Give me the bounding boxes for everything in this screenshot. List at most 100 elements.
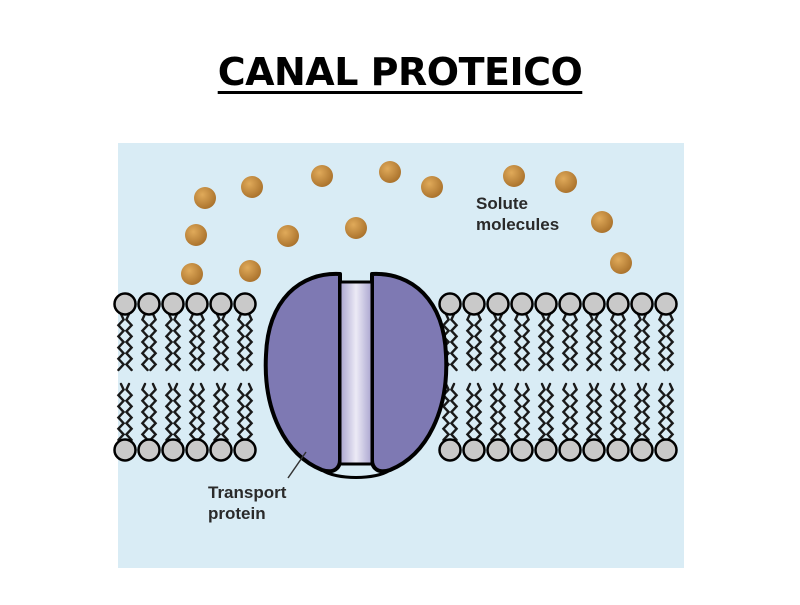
lipid-tail	[188, 312, 198, 372]
lipid-head-outer	[185, 292, 209, 316]
solute-molecule	[555, 171, 577, 193]
lipid-head-inner	[558, 438, 582, 462]
lipid-head-inner	[630, 438, 654, 462]
lipid-tail	[116, 382, 126, 442]
transport-label-line2: protein	[208, 504, 266, 523]
transport-protein-pointer	[287, 451, 307, 479]
lipid-tail	[196, 382, 206, 442]
solute-molecule	[185, 224, 207, 246]
lipid-tail	[569, 312, 579, 372]
lipid-tail	[244, 382, 254, 442]
lipid-tail	[513, 312, 523, 372]
lipid-tail	[196, 312, 206, 372]
transport-protein-outline-bottom	[321, 468, 391, 479]
solute-label-line1: Solute	[476, 194, 528, 213]
lipid-head-inner	[462, 438, 486, 462]
lipid-tail	[140, 382, 150, 442]
lipid-head-outer	[233, 292, 257, 316]
lipid-head-outer	[438, 292, 462, 316]
lipid-head-outer	[209, 292, 233, 316]
solute-molecule	[421, 176, 443, 198]
lipid-head-inner	[113, 438, 137, 462]
lipid-tail	[164, 382, 174, 442]
lipid-head-outer	[462, 292, 486, 316]
lipid-tail	[449, 312, 459, 372]
solute-molecule	[194, 187, 216, 209]
lipid-tail	[585, 382, 595, 442]
lipid-tail	[545, 382, 555, 442]
lipid-tail	[561, 382, 571, 442]
transport-label-line1: Transport	[208, 483, 287, 502]
lipid-tail	[116, 312, 126, 372]
lipid-head-outer	[137, 292, 161, 316]
lipid-tail	[609, 312, 619, 372]
lipid-tail	[449, 382, 459, 442]
lipid-tail	[585, 312, 595, 372]
lipid-head-outer	[113, 292, 137, 316]
lipid-tail	[148, 382, 158, 442]
lipid-heads	[113, 292, 678, 462]
lipid-head-inner	[161, 438, 185, 462]
solute-molecule	[181, 263, 203, 285]
lipid-tail	[236, 312, 246, 372]
protein-channel-pore	[338, 280, 374, 466]
lipid-head-outer	[161, 292, 185, 316]
lipid-tail	[561, 312, 571, 372]
lipid-tail	[489, 382, 499, 442]
lipid-tail	[473, 312, 483, 372]
lipid-head-outer	[486, 292, 510, 316]
solute-molecule	[241, 176, 263, 198]
lipid-tail	[497, 312, 507, 372]
solute-molecules	[181, 161, 632, 285]
solute-molecule	[277, 225, 299, 247]
transport-protein	[263, 271, 449, 479]
solute-molecule	[379, 161, 401, 183]
lipid-head-inner	[582, 438, 606, 462]
slide-title: CANAL PROTEICO	[217, 50, 583, 94]
lipid-tail	[609, 382, 619, 442]
lipid-tail	[220, 382, 230, 442]
lipid-head-inner	[606, 438, 630, 462]
lipid-tail	[497, 382, 507, 442]
lipid-tail	[124, 382, 134, 442]
lipid-head-inner	[438, 438, 462, 462]
lipid-head-outer	[630, 292, 654, 316]
lipid-head-inner	[209, 438, 233, 462]
lipid-head-inner	[185, 438, 209, 462]
lipid-tail	[665, 312, 675, 372]
lipid-tail	[465, 312, 475, 372]
lipid-tail	[521, 312, 531, 372]
lipid-tail	[641, 312, 651, 372]
lipid-tail	[148, 312, 158, 372]
solute-molecule	[239, 260, 261, 282]
lipid-head-outer	[558, 292, 582, 316]
lipid-tail	[212, 312, 222, 372]
solute-molecule	[345, 217, 367, 239]
lipid-tail	[617, 382, 627, 442]
solute-molecules-label: Solute molecules	[476, 193, 559, 235]
lipid-tail	[545, 312, 555, 372]
lipid-tail	[657, 312, 667, 372]
lipid-tail	[657, 382, 667, 442]
lipid-tail	[641, 382, 651, 442]
solute-molecule	[503, 165, 525, 187]
transport-protein-right-subunit	[370, 271, 449, 474]
lipid-tail	[188, 382, 198, 442]
lipid-tail	[473, 382, 483, 442]
lipid-tail	[537, 382, 547, 442]
lipid-tail	[633, 382, 643, 442]
lipid-tail	[665, 382, 675, 442]
lipid-head-inner	[137, 438, 161, 462]
lipid-tail	[465, 382, 475, 442]
lipid-head-inner	[233, 438, 257, 462]
solute-molecule	[311, 165, 333, 187]
lipid-tail	[513, 382, 523, 442]
lipid-tail	[244, 312, 254, 372]
transport-protein-left-subunit	[263, 271, 342, 474]
lipid-tail	[124, 312, 134, 372]
lipid-tail	[633, 312, 643, 372]
lipid-tail	[212, 382, 222, 442]
lipid-tail	[489, 312, 499, 372]
lipid-tail	[164, 312, 174, 372]
